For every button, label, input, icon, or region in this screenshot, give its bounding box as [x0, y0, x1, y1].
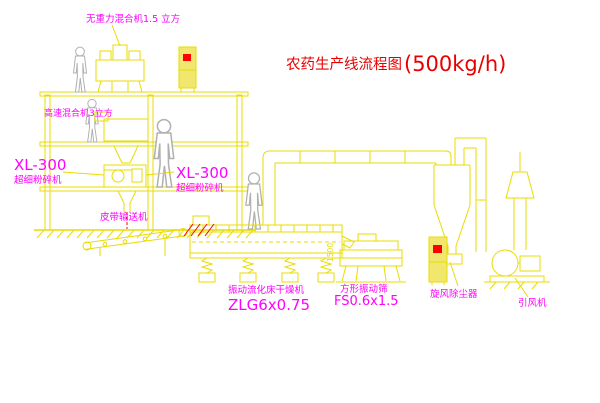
- label-mill-center-name: 超细粉碎机: [176, 182, 224, 194]
- label-fan: 引风机: [518, 297, 547, 309]
- crusher-discharge: [117, 190, 137, 212]
- belt-conveyor: [82, 228, 188, 256]
- label-sieve-model: FS0.6x1.5: [334, 294, 399, 309]
- worker-figure-1: [73, 46, 87, 93]
- fine-crusher: [103, 164, 147, 188]
- dimension-1500: 1500: [326, 243, 335, 262]
- leader-lines: [62, 24, 529, 298]
- vibrating-sieve: [336, 233, 406, 283]
- label-high-speed-mixer: 高速混合机3立方: [44, 107, 113, 119]
- label-gravity-mixer: 无重力混合机1.5 立方: [86, 13, 180, 25]
- induced-draft-fan: [484, 249, 550, 290]
- label-dryer-model: ZLG6x0.75: [228, 296, 310, 314]
- control-panel-2: [428, 236, 448, 285]
- label-mill-center-model: XL-300: [176, 164, 228, 182]
- control-panel-1: [178, 46, 197, 92]
- title-capacity: (500kg/h): [404, 52, 506, 76]
- indicator-light: [183, 54, 191, 61]
- label-belt-conveyor: 皮带输送机: [100, 211, 148, 223]
- worker-figures: [73, 46, 263, 230]
- title-text: 农药生产线流程图: [286, 56, 402, 73]
- indicator-light: [433, 245, 442, 253]
- label-mill-left-model: XL-300: [14, 156, 66, 174]
- gravity-mixer: [95, 44, 145, 93]
- worker-figure-4: [245, 172, 263, 230]
- exhaust-stack: [505, 152, 535, 250]
- ground-line: [34, 229, 256, 239]
- diagram-title: 农药生产线流程图 (500kg/h): [286, 52, 506, 76]
- worker-figure-3: [153, 118, 175, 188]
- feed-hatch-marks: [183, 223, 215, 237]
- high-speed-mixer: [94, 111, 149, 164]
- label-mill-left-name: 超细粉碎机: [14, 174, 62, 186]
- label-cyclone: 旋风除尘器: [430, 288, 478, 300]
- label-dryer-name: 振动流化床干燥机: [228, 284, 305, 296]
- label-sieve-name: 方形振动筛: [340, 283, 388, 295]
- exhaust-duct: [262, 137, 487, 252]
